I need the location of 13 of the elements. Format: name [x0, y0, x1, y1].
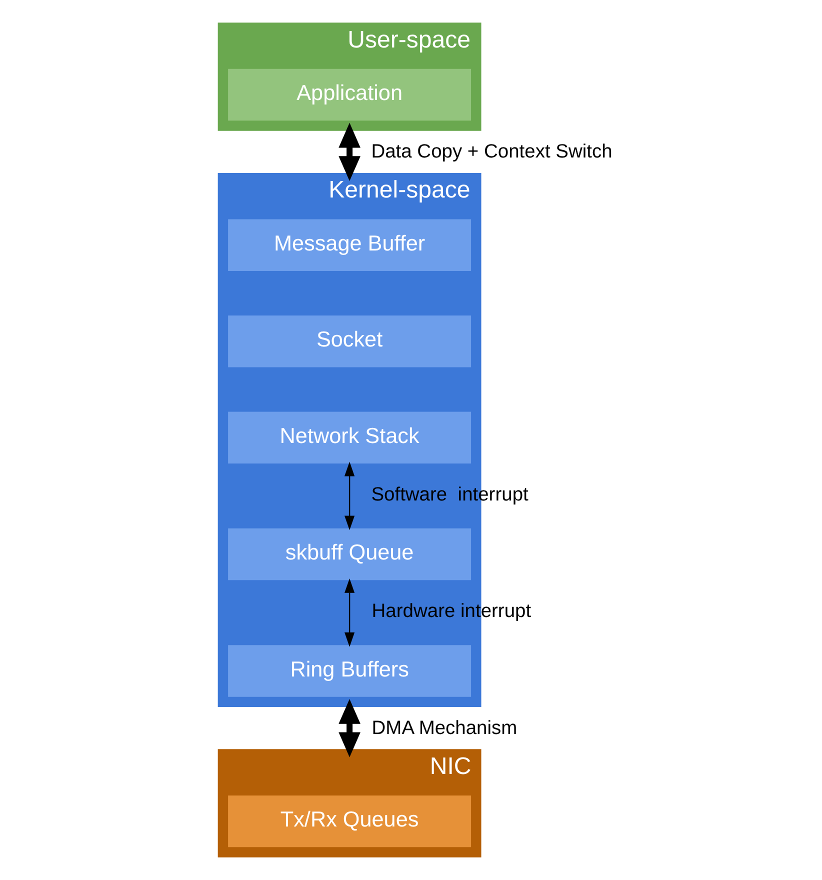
arrow: [344, 462, 354, 530]
node-box: Network Stack: [228, 412, 471, 464]
node-box: Tx/Rx Queues: [228, 795, 471, 848]
node-box: Message Buffer: [228, 219, 471, 271]
arrow: [338, 122, 360, 182]
arrow: [338, 698, 360, 758]
node-box: skbuff Queue: [228, 528, 471, 580]
edge-label: Data Copy + Context Switch: [370, 142, 612, 163]
arrow: [344, 578, 354, 647]
node-box: Application: [228, 68, 471, 121]
edge-label: DMA Mechanism: [371, 718, 517, 739]
node-box: Ring Buffers: [228, 645, 471, 697]
node-box: Socket: [228, 316, 471, 368]
